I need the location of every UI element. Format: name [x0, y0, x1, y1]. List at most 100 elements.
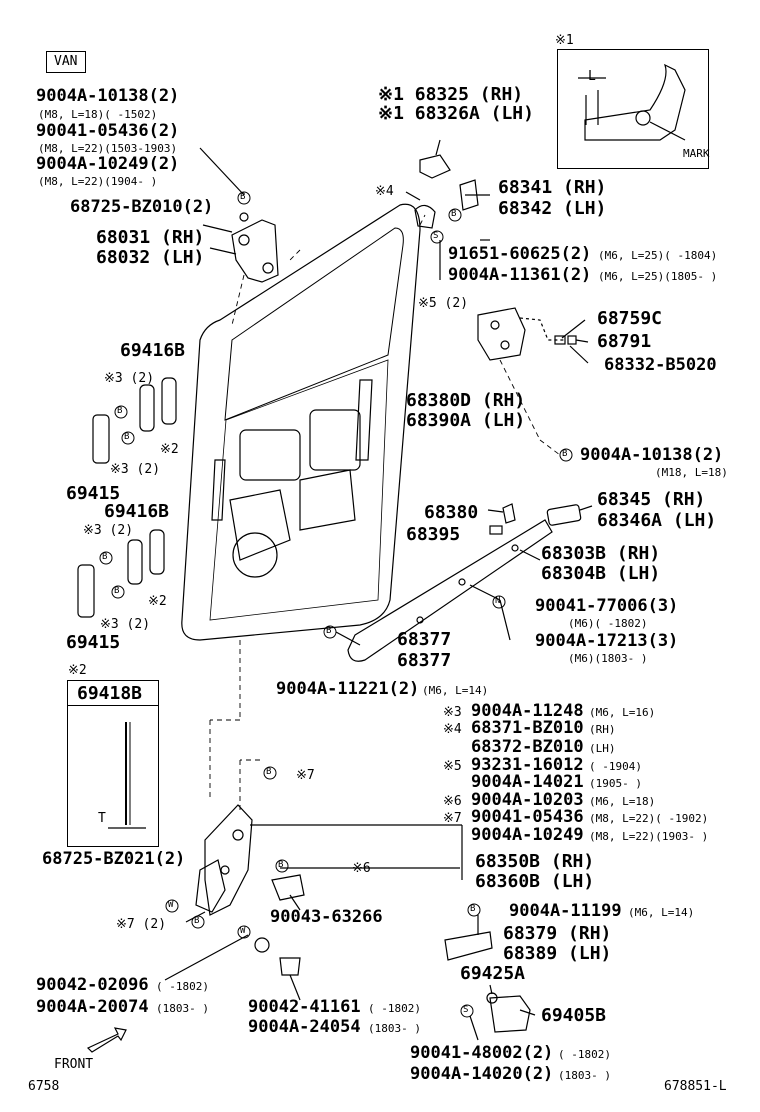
callout-w: W	[240, 926, 246, 936]
part-68332-b5020: 68332-B5020	[604, 355, 717, 375]
part-68350b: 68350B (RH)	[475, 851, 595, 872]
spec-text: (M6)(1803- )	[568, 652, 648, 665]
part-68303b: 68303B (RH)	[541, 543, 661, 564]
part-9004a-20074: 9004A-20074	[36, 997, 149, 1017]
spec-text: (M6, L=25)( -1804)	[598, 249, 718, 262]
note-part: 90041-05436	[471, 807, 584, 827]
note-marker: ※3 (2)	[110, 462, 161, 477]
inset1-marker: ※1	[555, 33, 574, 48]
spec-text: (M6, L=25)(1805- )	[598, 270, 718, 283]
part-68390a: 68390A (LH)	[406, 410, 526, 431]
part-90041-48002: 90041-48002(2)	[410, 1043, 554, 1063]
part-68341: 68341 (RH)	[498, 177, 607, 198]
part-68759c: 68759C	[597, 308, 663, 329]
callout-b: B	[114, 586, 120, 596]
part-9004a-11361: 9004A-11361(2)	[448, 265, 592, 285]
note-marker-6: ※6	[352, 861, 371, 876]
part-68345: 68345 (RH)	[597, 489, 706, 510]
inset1-box	[557, 49, 709, 169]
spec-text: (1905- )	[589, 777, 642, 790]
spec-text: (M8, L=22)( -1902)	[589, 812, 709, 825]
note-part: 9004A-14021	[471, 772, 584, 792]
callout-b: B	[194, 916, 200, 926]
part-68346a: 68346A (LH)	[597, 510, 717, 531]
callout-b: B	[562, 449, 568, 459]
spec-text: (M8, L=22)(1503-1903)	[38, 142, 178, 155]
note-part: 93231-16012	[471, 755, 584, 775]
spec-text: (M8, L=22)(1903- )	[589, 830, 709, 843]
part-9004a-17213: 9004A-17213(3)	[535, 631, 679, 651]
callout-b: B	[124, 432, 130, 442]
part-68395: 68395	[406, 524, 461, 545]
inset2-divider	[67, 705, 158, 706]
part-9004a-11199: 9004A-11199	[509, 901, 622, 921]
spec-text: (M8, L=22)(1904- )	[38, 175, 158, 188]
spec-text: (M8, L=18)( -1502)	[38, 108, 158, 121]
door-window	[224, 227, 404, 421]
door-outline	[181, 203, 421, 641]
spec-text: (M6)( -1802)	[568, 617, 648, 630]
spec-text: (1803- )	[368, 1022, 421, 1035]
note-marker: ※3 (2)	[100, 617, 151, 632]
callout-n: N	[495, 596, 501, 606]
spec-text: (RH)	[589, 723, 616, 736]
inset2-marker: ※2	[68, 663, 87, 678]
spec-text: (M6, L=18)	[589, 795, 656, 808]
note-marker: ※3 (2)	[83, 523, 134, 538]
part-68342: 68342 (LH)	[498, 198, 607, 219]
spec-text: (1803- )	[558, 1069, 611, 1082]
spec-text: (M6, L=14)	[422, 684, 489, 697]
spec-text: (M6, L=16)	[589, 706, 656, 719]
part-68325: ※1 68325 (RH)	[378, 84, 524, 105]
code-left: 6758	[28, 1079, 60, 1094]
part-68725-bz021: 68725-BZ021(2)	[42, 849, 186, 869]
part-68791: 68791	[597, 331, 652, 352]
spec-text: ( -1802)	[156, 980, 209, 993]
callout-b: B	[266, 767, 272, 777]
note-marker: ※6	[443, 794, 462, 809]
callout-s: S	[463, 1005, 469, 1015]
lower-hinge	[204, 804, 253, 916]
note-part: 9004A-11248	[471, 701, 584, 721]
latch-assembly	[477, 307, 526, 361]
note-marker-5-2: ※5 (2)	[418, 296, 469, 311]
part-68380: 68380	[424, 502, 479, 523]
callout-b: B	[240, 192, 246, 202]
part-90042-41161: 90042-41161	[248, 997, 361, 1017]
callout-w: W	[168, 900, 174, 910]
part-68377-b: 68377	[397, 650, 452, 671]
callout-b: B	[102, 552, 108, 562]
part-68377: 68377	[397, 629, 452, 650]
note-marker: ※3	[443, 705, 462, 720]
spec-text: (M6, L=14)	[628, 906, 695, 919]
part-90041-77006: 90041-77006(3)	[535, 596, 679, 616]
lower-rail	[347, 519, 553, 662]
part-90043-63266: 90043-63266	[270, 907, 383, 927]
part-69418b: 69418B	[77, 683, 143, 704]
van-badge	[46, 51, 86, 73]
inset1-l: L	[588, 69, 596, 84]
spec-text: (M18, L=18)	[655, 466, 728, 479]
callout-b: B	[117, 406, 123, 416]
part-68304b: 68304B (LH)	[541, 563, 661, 584]
spec-text: ( -1904)	[589, 760, 642, 773]
note-part: 68372-BZ010	[471, 737, 584, 757]
note-part: 68371-BZ010	[471, 718, 584, 738]
callout-b: B	[326, 626, 332, 636]
part-68379: 68379 (RH)	[503, 923, 612, 944]
note-marker-4: ※4	[375, 184, 394, 199]
part-68389: 68389 (LH)	[503, 943, 612, 964]
inset1-mark: MARK	[683, 147, 710, 160]
note-marker: ※2	[148, 594, 167, 609]
note-marker: ※2	[160, 442, 179, 457]
callout-b: B	[470, 904, 476, 914]
part-68326a: ※1 68326A (LH)	[378, 103, 534, 124]
spec-text: ( -1802)	[368, 1002, 421, 1015]
part-68360b: 68360B (LH)	[475, 871, 595, 892]
note-part: 9004A-10203	[471, 790, 584, 810]
part-9004a-10249: 9004A-10249(2)	[36, 154, 180, 174]
spec-text: ( -1802)	[558, 1048, 611, 1061]
note-marker: ※5	[443, 759, 462, 774]
note-marker: ※7	[443, 811, 462, 826]
part-68380d: 68380D (RH)	[406, 390, 526, 411]
